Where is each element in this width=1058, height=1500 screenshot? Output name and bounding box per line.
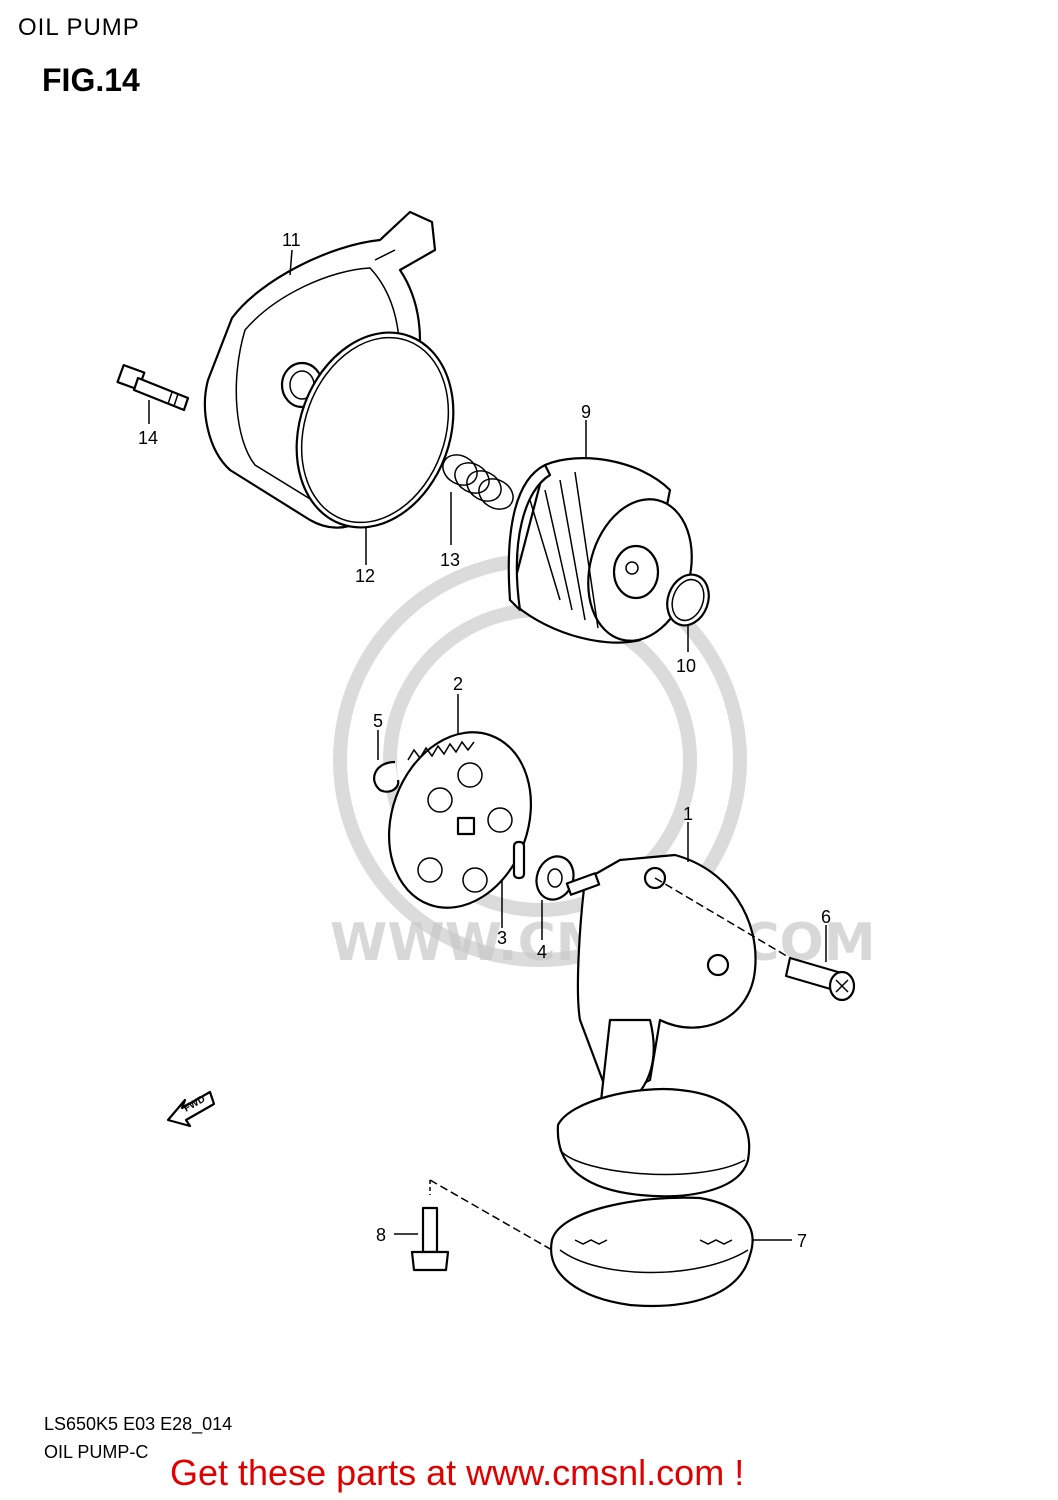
model-code: LS650K5 E03 E28_014 xyxy=(44,1414,233,1434)
part-4-washer[interactable] xyxy=(531,851,580,905)
callout-7: 7 xyxy=(797,1231,807,1251)
part-13-spring[interactable] xyxy=(437,449,518,515)
callout-4: 4 xyxy=(537,942,547,962)
callout-9: 9 xyxy=(581,402,591,422)
callout-10: 10 xyxy=(676,656,696,676)
figure-label: FIG.14 xyxy=(42,62,140,98)
promo-link[interactable]: Get these parts at www.cmsnl.com ! xyxy=(170,1452,745,1493)
part-6-screw[interactable] xyxy=(784,956,856,1002)
part-3-pin[interactable] xyxy=(512,840,526,880)
callout-13: 13 xyxy=(440,550,460,570)
callout-3: 3 xyxy=(497,928,507,948)
fwd-arrow-icon: FWD xyxy=(166,1090,216,1128)
callout-12: 12 xyxy=(355,566,375,586)
part-2-gear[interactable] xyxy=(365,712,554,928)
group-name: OIL PUMP-C xyxy=(44,1442,149,1462)
page-title: OIL PUMP xyxy=(18,14,140,41)
callout-1: 1 xyxy=(683,804,693,824)
part-10-o-ring-small[interactable] xyxy=(660,569,715,632)
callout-14: 14 xyxy=(138,428,158,448)
part-14-bolt[interactable] xyxy=(116,364,190,412)
callout-8: 8 xyxy=(376,1225,386,1245)
part-1-oil-pump-body[interactable] xyxy=(556,853,757,1198)
part-7-strainer[interactable] xyxy=(550,1196,754,1307)
callout-2: 2 xyxy=(453,674,463,694)
part-8-bolt[interactable] xyxy=(410,1206,450,1272)
callout-5: 5 xyxy=(373,711,383,731)
part-9-oil-filter[interactable] xyxy=(507,457,707,652)
part-5-clip[interactable] xyxy=(373,760,400,793)
part-12-o-ring[interactable] xyxy=(270,310,479,549)
leader-lines xyxy=(148,249,827,1251)
callout-11: 11 xyxy=(282,230,301,250)
callout-6: 6 xyxy=(821,907,831,927)
